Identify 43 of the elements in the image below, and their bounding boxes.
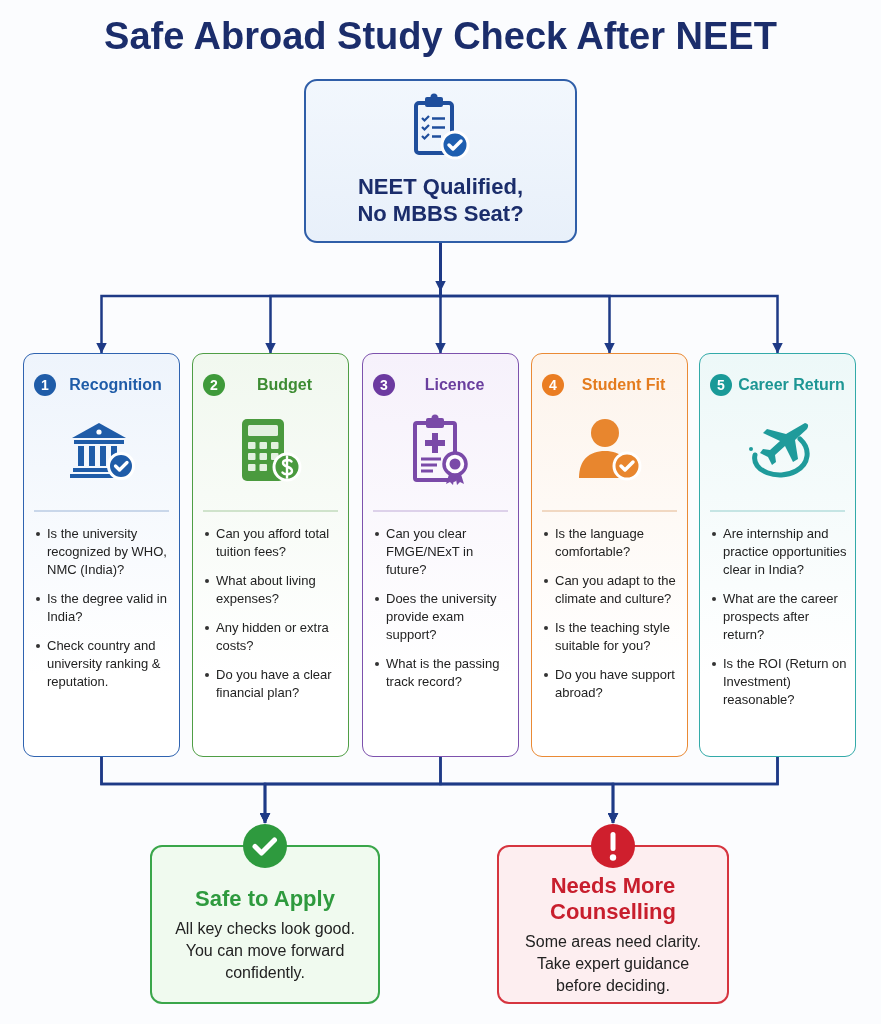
card-heading: Career Return <box>738 376 845 393</box>
step-number: 3 <box>373 374 395 396</box>
outcome-heading: Needs More Counselling <box>549 872 677 925</box>
question-text: NEET Qualified, No MBBS Seat? <box>356 173 525 227</box>
step-number: 4 <box>542 374 564 396</box>
bullet-item: Can you clear FMGE/NExT in future? <box>374 524 512 579</box>
bullet-item: What are the career prospects after return? <box>711 589 849 644</box>
card-heading: Licence <box>424 376 485 393</box>
question-box <box>304 79 577 243</box>
outcome-text: All key checks look good. You can move forward confidently. <box>174 918 356 983</box>
bullet-item: What is the passing track record? <box>374 654 512 691</box>
arrow <box>607 757 779 824</box>
bullet-item: Is the teaching style suitable for you? <box>543 618 681 655</box>
bullet-item: Is the ROI (Return on Investment) reasonable? <box>711 654 849 709</box>
step-number: 2 <box>203 374 225 396</box>
criteria-card <box>531 353 688 757</box>
card-heading: Student Fit <box>581 376 666 393</box>
bullet-item: Do you have support abroad? <box>543 665 681 702</box>
bullet-item: Do you have a clear financial plan? <box>204 665 342 702</box>
bullet-item: Is the university recognized by WHO, NMC (India)? <box>35 524 173 579</box>
card-heading: Recognition <box>69 376 162 393</box>
bullet-item: Can you afford total tuition fees? <box>204 524 342 561</box>
bullet-item: Is the language comfortable? <box>543 524 681 561</box>
card-heading: Budget <box>256 376 313 393</box>
bullet-item: Does the university provide exam support? <box>374 589 512 644</box>
arrow <box>439 243 783 354</box>
criteria-card <box>362 353 519 757</box>
bullet-item: What about living expenses? <box>204 571 342 608</box>
criteria-card <box>23 353 180 757</box>
outcome-heading: Safe to Apply <box>195 885 335 912</box>
title: Safe Abroad Study Check After NEET <box>104 14 777 59</box>
bullet-item: Any hidden or extra costs? <box>204 618 342 655</box>
step-number: 5 <box>710 374 732 396</box>
bullet-item: Are internship and practice opportunities clear in India? <box>711 524 849 579</box>
outcome-box <box>150 823 380 1004</box>
outcome-box <box>497 823 729 1004</box>
bullet-item: Is the degree valid in India? <box>35 589 173 626</box>
criteria-card <box>192 353 349 757</box>
outcome-text: Some areas need clarity. Take expert guidance before deciding. <box>524 931 702 996</box>
criteria-card <box>699 353 856 757</box>
bullet-item: Check country and university ranking & reputation. <box>35 636 173 691</box>
step-number: 1 <box>34 374 56 396</box>
bullet-item: Can you adapt to the climate and culture? <box>543 571 681 608</box>
